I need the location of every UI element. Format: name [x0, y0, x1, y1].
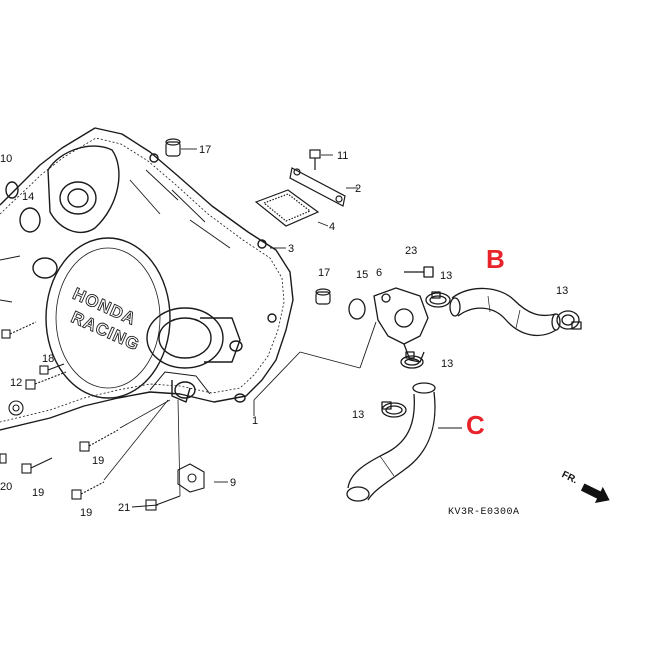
- label-17-top: 17: [199, 144, 211, 156]
- label-15: 15: [356, 269, 368, 281]
- label-12: 12: [10, 377, 22, 389]
- washer-left: [8, 400, 24, 416]
- crankcase-cover: [0, 127, 294, 431]
- leader-1b: [253, 351, 301, 401]
- hose-b: [449, 287, 561, 337]
- clip-part-9: [177, 463, 205, 493]
- clamp-part-13-a: [425, 291, 451, 308]
- bolt-part-19-b: [21, 457, 53, 474]
- label-20: 20: [0, 481, 12, 493]
- hose-c: [346, 382, 436, 502]
- oring-part-15: [348, 298, 366, 320]
- label-23: 23: [405, 245, 417, 257]
- bolt-part-20: [0, 453, 7, 464]
- pump-cover-part-6: [373, 287, 429, 363]
- label-4: 4: [329, 221, 335, 233]
- clamp-part-13-d: [381, 401, 407, 418]
- label-21: 21: [118, 502, 130, 514]
- bolt-part-12: [25, 371, 67, 390]
- bolt-part-19-c: [71, 481, 105, 500]
- label-13-a: 13: [440, 270, 452, 282]
- part-labels: 17 11 2 4 3 10 14 17 15 6 23 13 13 13 13…: [0, 144, 568, 519]
- fr-label: FR.: [560, 469, 579, 486]
- label-19-b: 19: [32, 487, 44, 499]
- diagram-code: KV3R-E0300A: [448, 507, 520, 518]
- label-6: 6: [376, 267, 382, 279]
- bolt-left-1: [1, 321, 37, 339]
- callout-c: C: [466, 410, 485, 440]
- clamp-part-13-c: [400, 351, 424, 369]
- label-18: 18: [42, 353, 54, 365]
- label-11: 11: [337, 150, 348, 162]
- label-9: 9: [230, 477, 236, 489]
- fr-indicator: FR.: [560, 469, 610, 504]
- label-3: 3: [288, 243, 294, 255]
- callout-b: B: [486, 244, 505, 274]
- label-13-c: 13: [441, 358, 453, 370]
- fr-arrow-icon: [580, 483, 610, 504]
- clamp-part-13-b: [556, 310, 582, 330]
- label-13-b: 13: [556, 285, 568, 297]
- label-14: 14: [22, 191, 34, 203]
- label-17-right: 17: [318, 267, 330, 279]
- label-19-c: 19: [80, 507, 92, 519]
- bolt-part-19-a: [79, 429, 119, 452]
- label-1: 1: [252, 415, 258, 427]
- label-19-a: 19: [92, 455, 104, 467]
- collar-part-17-top: [165, 138, 197, 157]
- leader-6: [299, 351, 361, 369]
- leader-6b: [359, 321, 377, 369]
- label-13-d: 13: [352, 409, 364, 421]
- bolt-part-18: [39, 363, 65, 375]
- bolt-part-11: [309, 149, 333, 170]
- cover-brand: HONDA RACING: [68, 284, 143, 355]
- plate-part-2: [289, 167, 358, 207]
- bolt-group-left: [0, 321, 205, 511]
- bolt-part-21: [145, 495, 181, 511]
- label-2: 2: [355, 183, 361, 195]
- bolt-part-23: [404, 266, 434, 278]
- label-10: 10: [0, 153, 12, 165]
- vent-part-4: [254, 189, 329, 227]
- collar-part-17-right: [315, 288, 331, 305]
